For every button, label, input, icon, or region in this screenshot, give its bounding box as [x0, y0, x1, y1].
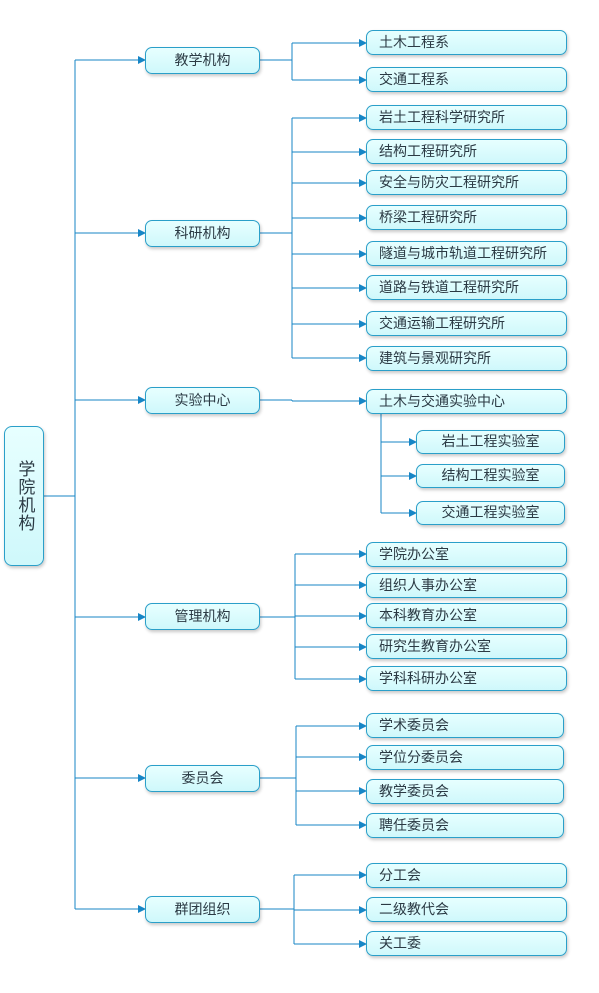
- leaf-node-label: 本科教育办公室: [379, 607, 477, 624]
- leaf-node-label: 道路与铁道工程研究所: [379, 279, 519, 296]
- leaf-node-safety-disaster-institute[interactable]: 安全与防灾工程研究所: [366, 170, 567, 195]
- leaf-node-label: 交通运输工程研究所: [379, 315, 505, 332]
- leaf-node-label: 隧道与城市轨道工程研究所: [379, 245, 547, 262]
- leaf-node-geotechnical-institute[interactable]: 岩土工程科学研究所: [366, 105, 567, 130]
- leaf-node-appointment-committee[interactable]: 聘任委员会: [366, 813, 564, 838]
- branch-node-label: 管理机构: [174, 608, 231, 625]
- leaf-node-transportation-institute[interactable]: 交通运输工程研究所: [366, 311, 567, 336]
- leaf-node-label: 土木与交通实验中心: [379, 393, 505, 410]
- leaf-node-bridge-institute[interactable]: 桥梁工程研究所: [366, 205, 567, 230]
- root-node[interactable]: 学院机构: [4, 426, 44, 566]
- branch-node-committees[interactable]: 委员会: [145, 765, 260, 792]
- subleaf-node-traffic-lab[interactable]: 交通工程实验室: [416, 501, 565, 525]
- leaf-node-degree-committee[interactable]: 学位分委员会: [366, 745, 564, 770]
- branch-node-label: 委员会: [181, 770, 224, 787]
- leaf-node-label: 聘任委员会: [379, 817, 449, 834]
- leaf-node-undergraduate-office[interactable]: 本科教育办公室: [366, 603, 567, 628]
- branch-node-lab-center[interactable]: 实验中心: [145, 387, 260, 414]
- leaf-node-label: 研究生教育办公室: [379, 638, 491, 655]
- leaf-node-civil-traffic-lab-center[interactable]: 土木与交通实验中心: [366, 389, 567, 414]
- leaf-node-label: 学位分委员会: [379, 749, 463, 766]
- leaf-node-label: 桥梁工程研究所: [379, 209, 477, 226]
- branch-node-teaching[interactable]: 教学机构: [145, 47, 260, 74]
- subleaf-node-geotechnical-lab[interactable]: 岩土工程实验室: [416, 430, 565, 454]
- leaf-node-road-railway-institute[interactable]: 道路与铁道工程研究所: [366, 275, 567, 300]
- branch-node-label: 科研机构: [174, 225, 231, 242]
- branch-node-administration[interactable]: 管理机构: [145, 603, 260, 630]
- branch-node-label: 群团组织: [174, 901, 231, 918]
- leaf-node-tunnel-rail-institute[interactable]: 隧道与城市轨道工程研究所: [366, 241, 567, 266]
- branch-node-label: 实验中心: [174, 392, 231, 409]
- leaf-node-label: 岩土工程科学研究所: [379, 109, 505, 126]
- leaf-node-architecture-landscape-institute[interactable]: 建筑与景观研究所: [366, 346, 567, 371]
- leaf-node-structural-institute[interactable]: 结构工程研究所: [366, 139, 567, 164]
- leaf-node-label: 教学委员会: [379, 783, 449, 800]
- leaf-node-label: 分工会: [379, 867, 421, 884]
- root-node-label: 学院机构: [14, 460, 35, 532]
- leaf-node-label: 交通工程系: [379, 71, 449, 88]
- leaf-node-traffic-engineering-dept[interactable]: 交通工程系: [366, 67, 567, 92]
- leaf-node-trade-union[interactable]: 分工会: [366, 863, 567, 888]
- leaf-node-label: 组织人事办公室: [379, 577, 477, 594]
- subleaf-node-structural-lab[interactable]: 结构工程实验室: [416, 464, 565, 488]
- leaf-node-civil-engineering-dept[interactable]: 土木工程系: [366, 30, 567, 55]
- leaf-node-personnel-office[interactable]: 组织人事办公室: [366, 573, 567, 598]
- leaf-node-staff-congress[interactable]: 二级教代会: [366, 897, 567, 922]
- leaf-node-label: 学科科研办公室: [379, 670, 477, 687]
- leaf-node-label: 关工委: [379, 935, 421, 952]
- branch-node-research[interactable]: 科研机构: [145, 220, 260, 247]
- leaf-node-label: 学院办公室: [379, 546, 449, 563]
- leaf-node-label: 土木工程系: [379, 34, 449, 51]
- leaf-node-academic-committee[interactable]: 学术委员会: [366, 713, 564, 738]
- leaf-node-label: 学术委员会: [379, 717, 449, 734]
- subleaf-node-label: 结构工程实验室: [441, 468, 540, 484]
- leaf-node-youth-care-committee[interactable]: 关工委: [366, 931, 567, 956]
- leaf-node-teaching-committee[interactable]: 教学委员会: [366, 779, 564, 804]
- subleaf-node-label: 岩土工程实验室: [441, 434, 540, 450]
- leaf-node-label: 结构工程研究所: [379, 143, 477, 160]
- branch-node-mass-organizations[interactable]: 群团组织: [145, 896, 260, 923]
- leaf-node-label: 建筑与景观研究所: [379, 350, 491, 367]
- subleaf-node-label: 交通工程实验室: [441, 505, 540, 521]
- branch-node-label: 教学机构: [174, 52, 231, 69]
- leaf-node-graduate-office[interactable]: 研究生教育办公室: [366, 634, 567, 659]
- leaf-node-dean-office[interactable]: 学院办公室: [366, 542, 567, 567]
- leaf-node-label: 二级教代会: [379, 901, 449, 918]
- leaf-node-label: 安全与防灾工程研究所: [379, 174, 519, 191]
- leaf-node-research-office[interactable]: 学科科研办公室: [366, 666, 567, 691]
